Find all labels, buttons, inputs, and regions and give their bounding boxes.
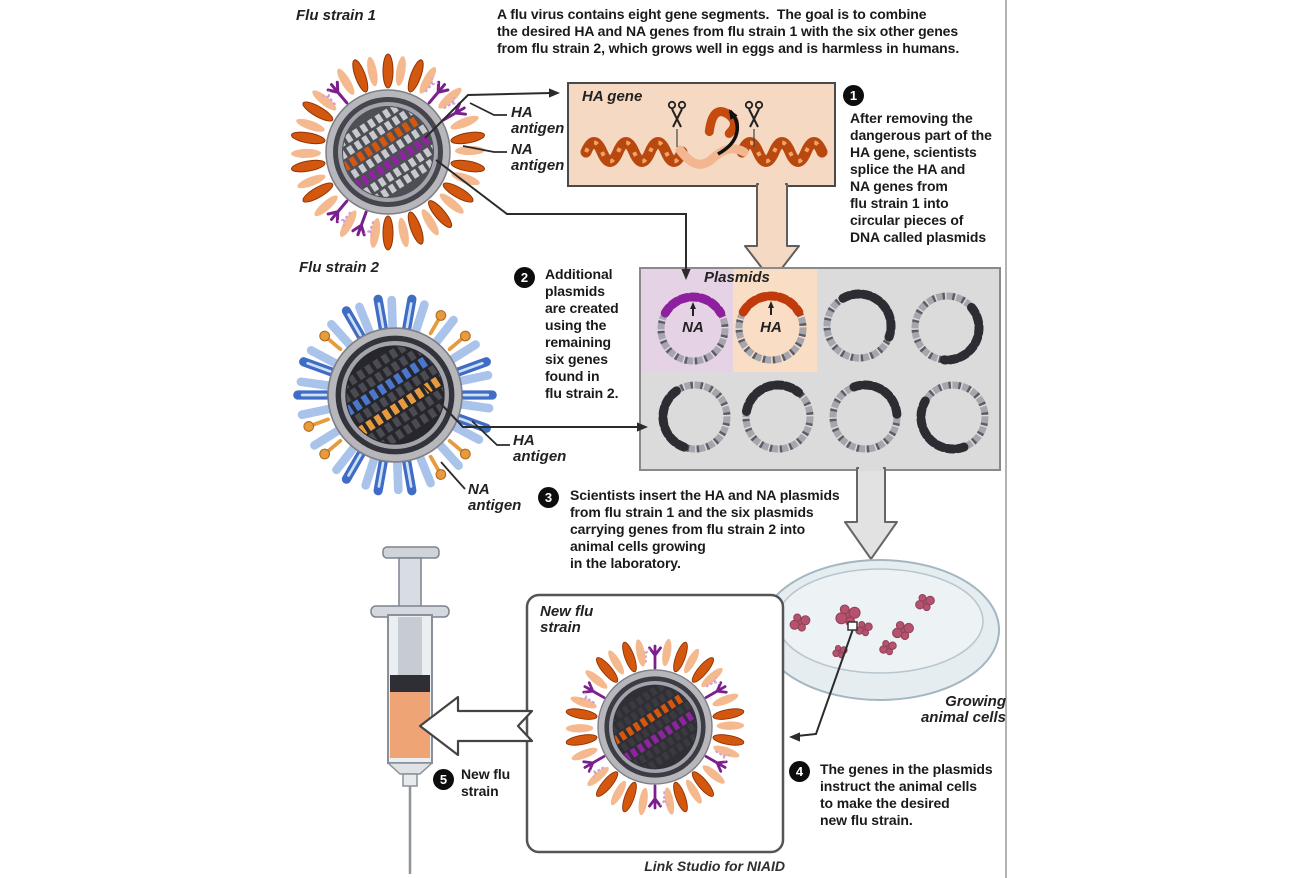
- ha-antigen-spike: [407, 211, 424, 245]
- step-1-bullet: 1: [843, 85, 864, 106]
- ha-antigen-spike: [382, 215, 394, 251]
- virus-flu1: [290, 53, 486, 251]
- step-2-text: Additional plasmids are created using th…: [545, 266, 619, 401]
- na-antigen-label-strain2: NA antigen: [468, 481, 522, 514]
- ha-antigen-spike: [290, 131, 326, 145]
- plasmid: [735, 291, 807, 364]
- flu-strain-2-label: Flu strain 2: [299, 259, 380, 276]
- na-antigen-spike: [319, 438, 343, 460]
- step-2-bullet: 2: [514, 267, 535, 288]
- growing-animal-cells-label: Growing animal cells: [920, 693, 1006, 726]
- na-antigen-spike: [580, 681, 606, 704]
- na-antigen-spike: [326, 199, 352, 227]
- cell-cluster: [789, 613, 811, 632]
- ha-antigen-spike: [427, 200, 453, 228]
- ha-antigen-spike: [290, 159, 326, 173]
- ha-antigen-spike: [302, 101, 334, 122]
- virus-flu2: [293, 294, 497, 496]
- step-4-bullet: 4: [789, 761, 810, 782]
- virus-newv: [565, 638, 745, 816]
- cell-cluster: [879, 640, 897, 656]
- ha-antigen-spike: [442, 182, 474, 203]
- na-antigen-spike: [582, 755, 606, 778]
- plasmid: [658, 381, 731, 453]
- ha-antigen-spike: [565, 734, 598, 746]
- ha-antigen-spike: [673, 781, 688, 813]
- na-antigen-spike: [428, 310, 447, 336]
- new-flu-strain-box-label: New flu strain: [540, 603, 594, 636]
- na-antigen-spike: [424, 77, 450, 105]
- plasmid: [823, 289, 896, 362]
- ha-antigen-spike: [712, 708, 745, 720]
- credit-text: Link Studio for NIAID: [644, 858, 785, 874]
- plasmid: [657, 292, 729, 365]
- cell-cluster: [892, 621, 914, 641]
- plasmids-box: [639, 267, 1001, 471]
- cell-cluster: [835, 604, 861, 627]
- cell-cluster: [855, 621, 873, 637]
- plasmid: [741, 380, 814, 453]
- ha-antigen-spike: [450, 131, 486, 145]
- ha-antigen-spike: [622, 641, 637, 673]
- syringe: [370, 546, 450, 874]
- plasmid: [829, 380, 902, 453]
- cell-cluster: [915, 594, 935, 612]
- step-5-bullet: 5: [433, 769, 454, 790]
- petri-dish: [760, 559, 1000, 701]
- plasmid: [916, 381, 989, 454]
- ha-gene-box: [567, 82, 836, 282]
- ha-antigen-spike: [352, 59, 369, 93]
- ha-antigen-spike: [622, 781, 637, 813]
- ha-antigen-spike: [382, 53, 394, 89]
- ha-antigen-spike: [450, 159, 486, 173]
- na-antigen-spike: [319, 330, 343, 352]
- cell-pointer-marker: [847, 621, 858, 631]
- ha-antigen-spike: [673, 641, 688, 673]
- plasmid: [911, 292, 984, 365]
- arrow-plasmids-to-dish: [844, 467, 898, 560]
- plunger-stopper: [390, 675, 430, 692]
- step-4-text: The genes in the plasmids instruct the a…: [820, 761, 993, 828]
- na-antigen-spike: [447, 438, 471, 460]
- step-1-text: After removing the dangerous part of the…: [850, 110, 992, 245]
- na-antigen-spike: [704, 676, 728, 699]
- ha-antigen-spike: [595, 657, 619, 683]
- plasmid-ha-label: HA: [760, 319, 782, 336]
- ha-gene-box-label: HA gene: [582, 88, 643, 105]
- ha-antigen-spike: [712, 734, 745, 746]
- flu-strain-1-label: Flu strain 1: [296, 7, 377, 24]
- na-antigen-spike: [447, 330, 471, 352]
- ha-antigen-spike: [691, 771, 715, 797]
- arrow-ha-gene-to-plasmids: [744, 183, 800, 282]
- plasmids-box-label: Plasmids: [704, 269, 770, 286]
- step-3-text: Scientists insert the HA and NA plasmids…: [570, 487, 840, 571]
- arrow-box-to-syringe: [418, 695, 534, 757]
- excised-gene-piece: [704, 107, 739, 138]
- na-antigen-spike: [704, 750, 730, 773]
- scissors-icon: [667, 100, 687, 147]
- na-antigen-spike: [303, 417, 330, 432]
- ha-antigen-spike: [595, 771, 619, 797]
- ha-antigen-label-strain2: HA antigen: [513, 432, 567, 465]
- step-3-bullet: 3: [538, 487, 559, 508]
- ha-antigen-spike: [407, 59, 424, 93]
- ha-antigen-spike: [565, 708, 598, 720]
- intro-text: A flu virus contains eight gene segments…: [497, 6, 960, 56]
- plasmid-na-label: NA: [682, 319, 704, 336]
- step-5-text: New flu strain: [461, 766, 511, 799]
- ha-antigen-spike: [691, 657, 715, 683]
- na-antigen-spike: [428, 454, 447, 480]
- na-antigen-spike: [648, 784, 669, 810]
- ha-antigen-label-strain1: HA antigen: [511, 104, 565, 137]
- na-antigen-label-strain1: NA antigen: [511, 141, 565, 174]
- ha-antigen-spike: [302, 182, 334, 203]
- scissors-icon: [744, 100, 764, 147]
